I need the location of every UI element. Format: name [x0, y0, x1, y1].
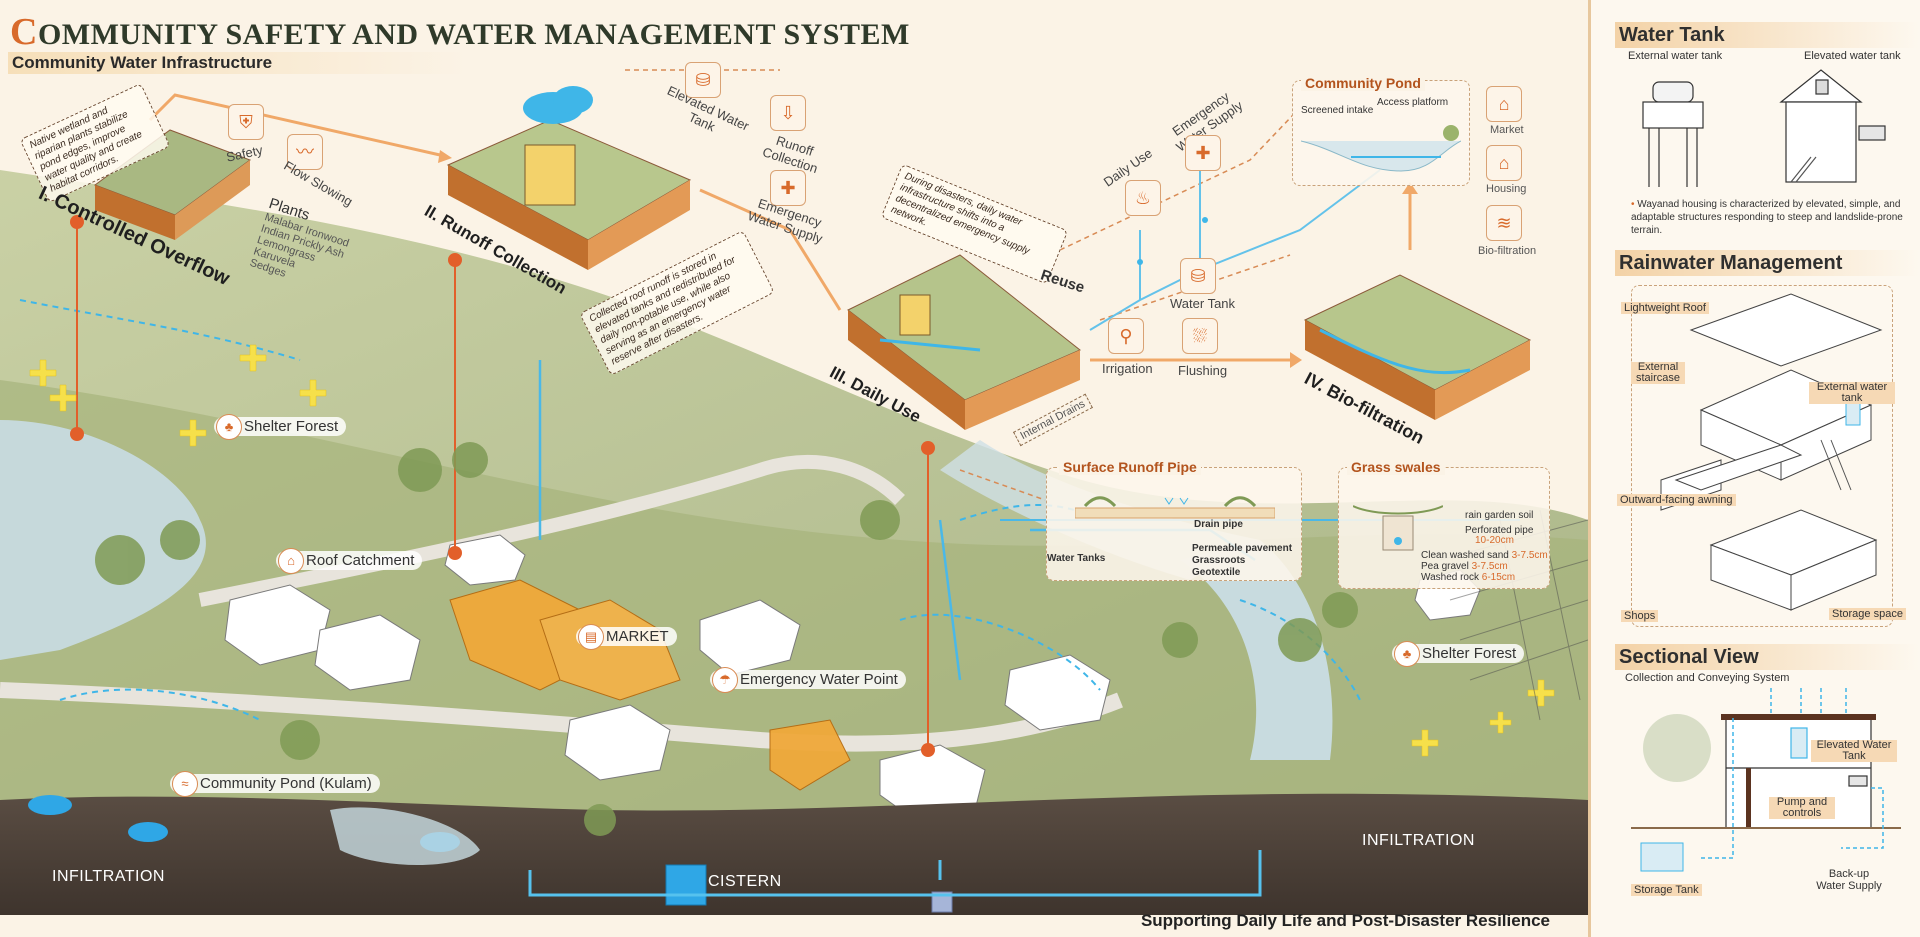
water-tank-description-text: Wayanad housing is characterized by elev… — [1631, 199, 1903, 236]
detail-panel: Water Tank External water tank Elevated … — [1588, 0, 1920, 937]
washed-rock-text: Washed rock — [1421, 572, 1479, 583]
bottom-caption: Supporting Daily Life and Post-Disaster … — [1140, 911, 1550, 930]
pea-gravel-label: Pea gravel 3-7.5cm — [1421, 561, 1508, 572]
washed-rock-size: 6-15cm — [1481, 572, 1516, 583]
market-icon: ⌂ — [1486, 86, 1522, 122]
flushing-icon: ⛆ — [1182, 318, 1218, 354]
pond-icon: ≈ — [172, 771, 198, 797]
swale-section-sketch — [1353, 505, 1443, 551]
layer-label: Geotextile — [1192, 567, 1241, 578]
community-pond-title: Community Pond — [1301, 75, 1425, 91]
shelter-forest-left-label: ♣ Shelter Forest — [214, 414, 347, 440]
layer-label: Permeable pavement — [1192, 543, 1293, 554]
housing-side-label: Housing — [1486, 183, 1527, 195]
sectional-heading: Sectional View — [1615, 644, 1919, 670]
rainwater-frame — [1631, 285, 1893, 627]
shield-icon: ⛨ — [228, 104, 264, 140]
market-label: ▤ MARKET — [576, 624, 677, 650]
perforated-pipe-label: Perforated pipe — [1465, 525, 1534, 536]
bio-filtration-side-label: Bio-filtration — [1478, 245, 1537, 257]
storage-tank-tag: Storage Tank — [1631, 884, 1702, 896]
pond-section-sketch — [1301, 125, 1461, 172]
flushing-label: Flushing — [1178, 363, 1228, 378]
screened-intake-label: Screened intake — [1301, 105, 1374, 116]
layer-label: Grassroots — [1192, 555, 1246, 566]
runoff-pipe-sketch — [1075, 496, 1275, 519]
external-tank-tag: External water tank — [1628, 50, 1723, 62]
pump-controls-tag: Pump and controls — [1769, 797, 1835, 819]
emergency-point-label: ☂ Emergency Water Point — [710, 667, 906, 693]
title-rest: OMMUNITY SAFETY AND WATER MANAGEMENT SYS… — [37, 18, 910, 51]
roof-icon: ⌂ — [278, 548, 304, 574]
community-pond-kulam-text: Community Pond (Kulam) — [200, 775, 372, 792]
flow-slowing-icon: 〰 — [287, 134, 323, 170]
emergency-supply-icon: ✚ — [770, 170, 806, 206]
irrigation-label: Irrigation — [1102, 361, 1153, 376]
water-tank-label: Water Tank — [1170, 296, 1236, 311]
rain-garden-label: rain garden soil — [1465, 510, 1534, 521]
water-tank-icon: ⛁ — [1180, 258, 1216, 294]
market-text: MARKET — [606, 628, 669, 645]
roof-catchment-text: Roof Catchment — [306, 552, 415, 569]
title-initial: C — [10, 11, 38, 53]
rainwater-exploded-sketch — [1660, 293, 1883, 611]
access-platform-label: Access platform — [1377, 97, 1449, 108]
water-tank-sketches — [1642, 69, 1886, 187]
sectional-elevated-tank-tag: Elevated Water Tank — [1811, 740, 1897, 762]
emergency-supply-2-icon: ✚ — [1185, 135, 1221, 171]
daily-use-icon: ♨ — [1125, 180, 1161, 216]
roof-catchment-label: ⌂ Roof Catchment — [276, 548, 423, 574]
water-drop-icon: ☂ — [712, 667, 738, 693]
irrigation-icon: ⚲ — [1108, 318, 1144, 354]
surface-runoff-title: Surface Runoff Pipe — [1059, 459, 1201, 475]
tree-icon: ♣ — [1394, 641, 1420, 667]
elevated-tank-icon: ⛁ — [685, 62, 721, 98]
clean-sand-text: Clean washed sand — [1421, 550, 1509, 561]
water-tanks-label: Water Tanks — [1047, 553, 1106, 564]
community-pond-kulam-label: ≈ Community Pond (Kulam) — [170, 771, 380, 797]
shelter-forest-left-text: Shelter Forest — [244, 418, 339, 435]
tree-icon: ♣ — [216, 414, 242, 440]
shelter-forest-right-label: ♣ Shelter Forest — [1392, 641, 1525, 667]
grass-swales-detail: Grass swales rain garden soil Perforated… — [1338, 459, 1550, 589]
lightweight-roof-tag: Lightweight Roof — [1621, 302, 1709, 314]
market-map-icon: ▤ — [578, 624, 604, 650]
shelter-forest-right-text: Shelter Forest — [1422, 645, 1517, 662]
community-pond-detail: Community Pond Screened intake Access pl… — [1292, 75, 1470, 186]
storage-space-tag: Storage space — [1829, 608, 1906, 620]
elevated-tank-tag: Elevated water tank — [1804, 50, 1901, 62]
rainwater-heading: Rainwater Management — [1615, 250, 1919, 276]
runoff-collection-icon: ⇩ — [770, 95, 806, 131]
section-subtitle: Community Water Infrastructure — [8, 52, 467, 74]
grass-swales-title: Grass swales — [1347, 459, 1445, 475]
clean-sand-label: Clean washed sand 3-7.5cm — [1421, 550, 1548, 561]
external-water-tank-tag: External water tank — [1809, 382, 1895, 404]
pea-gravel-size: 3-7.5cm — [1471, 561, 1508, 572]
infiltration-right-label: INFILTRATION — [1362, 832, 1475, 849]
page-title: COMMUNITY SAFETY AND WATER MANAGEMENT SY… — [10, 10, 910, 54]
cistern-label: CISTERN — [708, 873, 782, 890]
shops-tag: Shops — [1621, 610, 1659, 622]
bullet-dot: • — [1631, 199, 1635, 210]
washed-rock-label: Washed rock 6-15cm — [1421, 572, 1515, 583]
water-tank-description: • Wayanad housing is characterized by el… — [1631, 198, 1911, 237]
emergency-point-text: Emergency Water Point — [740, 671, 898, 688]
clean-sand-size: 3-7.5cm — [1511, 550, 1548, 561]
sectional-sub: Collection and Conveying System — [1625, 672, 1790, 684]
pea-gravel-text: Pea gravel — [1421, 561, 1469, 572]
awning-tag: Outward-facing awning — [1617, 494, 1736, 506]
external-staircase-tag: External staircase — [1631, 362, 1685, 384]
bio-filtration-icon: ≋ — [1486, 205, 1522, 241]
backup-supply-tag: Back-up Water Supply — [1816, 868, 1882, 892]
infiltration-left-label: INFILTRATION — [52, 868, 165, 885]
housing-icon: ⌂ — [1486, 145, 1522, 181]
surface-runoff-detail: Surface Runoff Pipe Drain pipe Water Tan… — [1046, 459, 1302, 581]
drain-pipe-label: Drain pipe — [1194, 519, 1243, 530]
market-side-label: Market — [1490, 124, 1524, 136]
water-tank-heading: Water Tank — [1615, 22, 1919, 48]
landscape-illustration — [0, 69, 1588, 915]
perforated-size: 10-20cm — [1475, 535, 1514, 546]
